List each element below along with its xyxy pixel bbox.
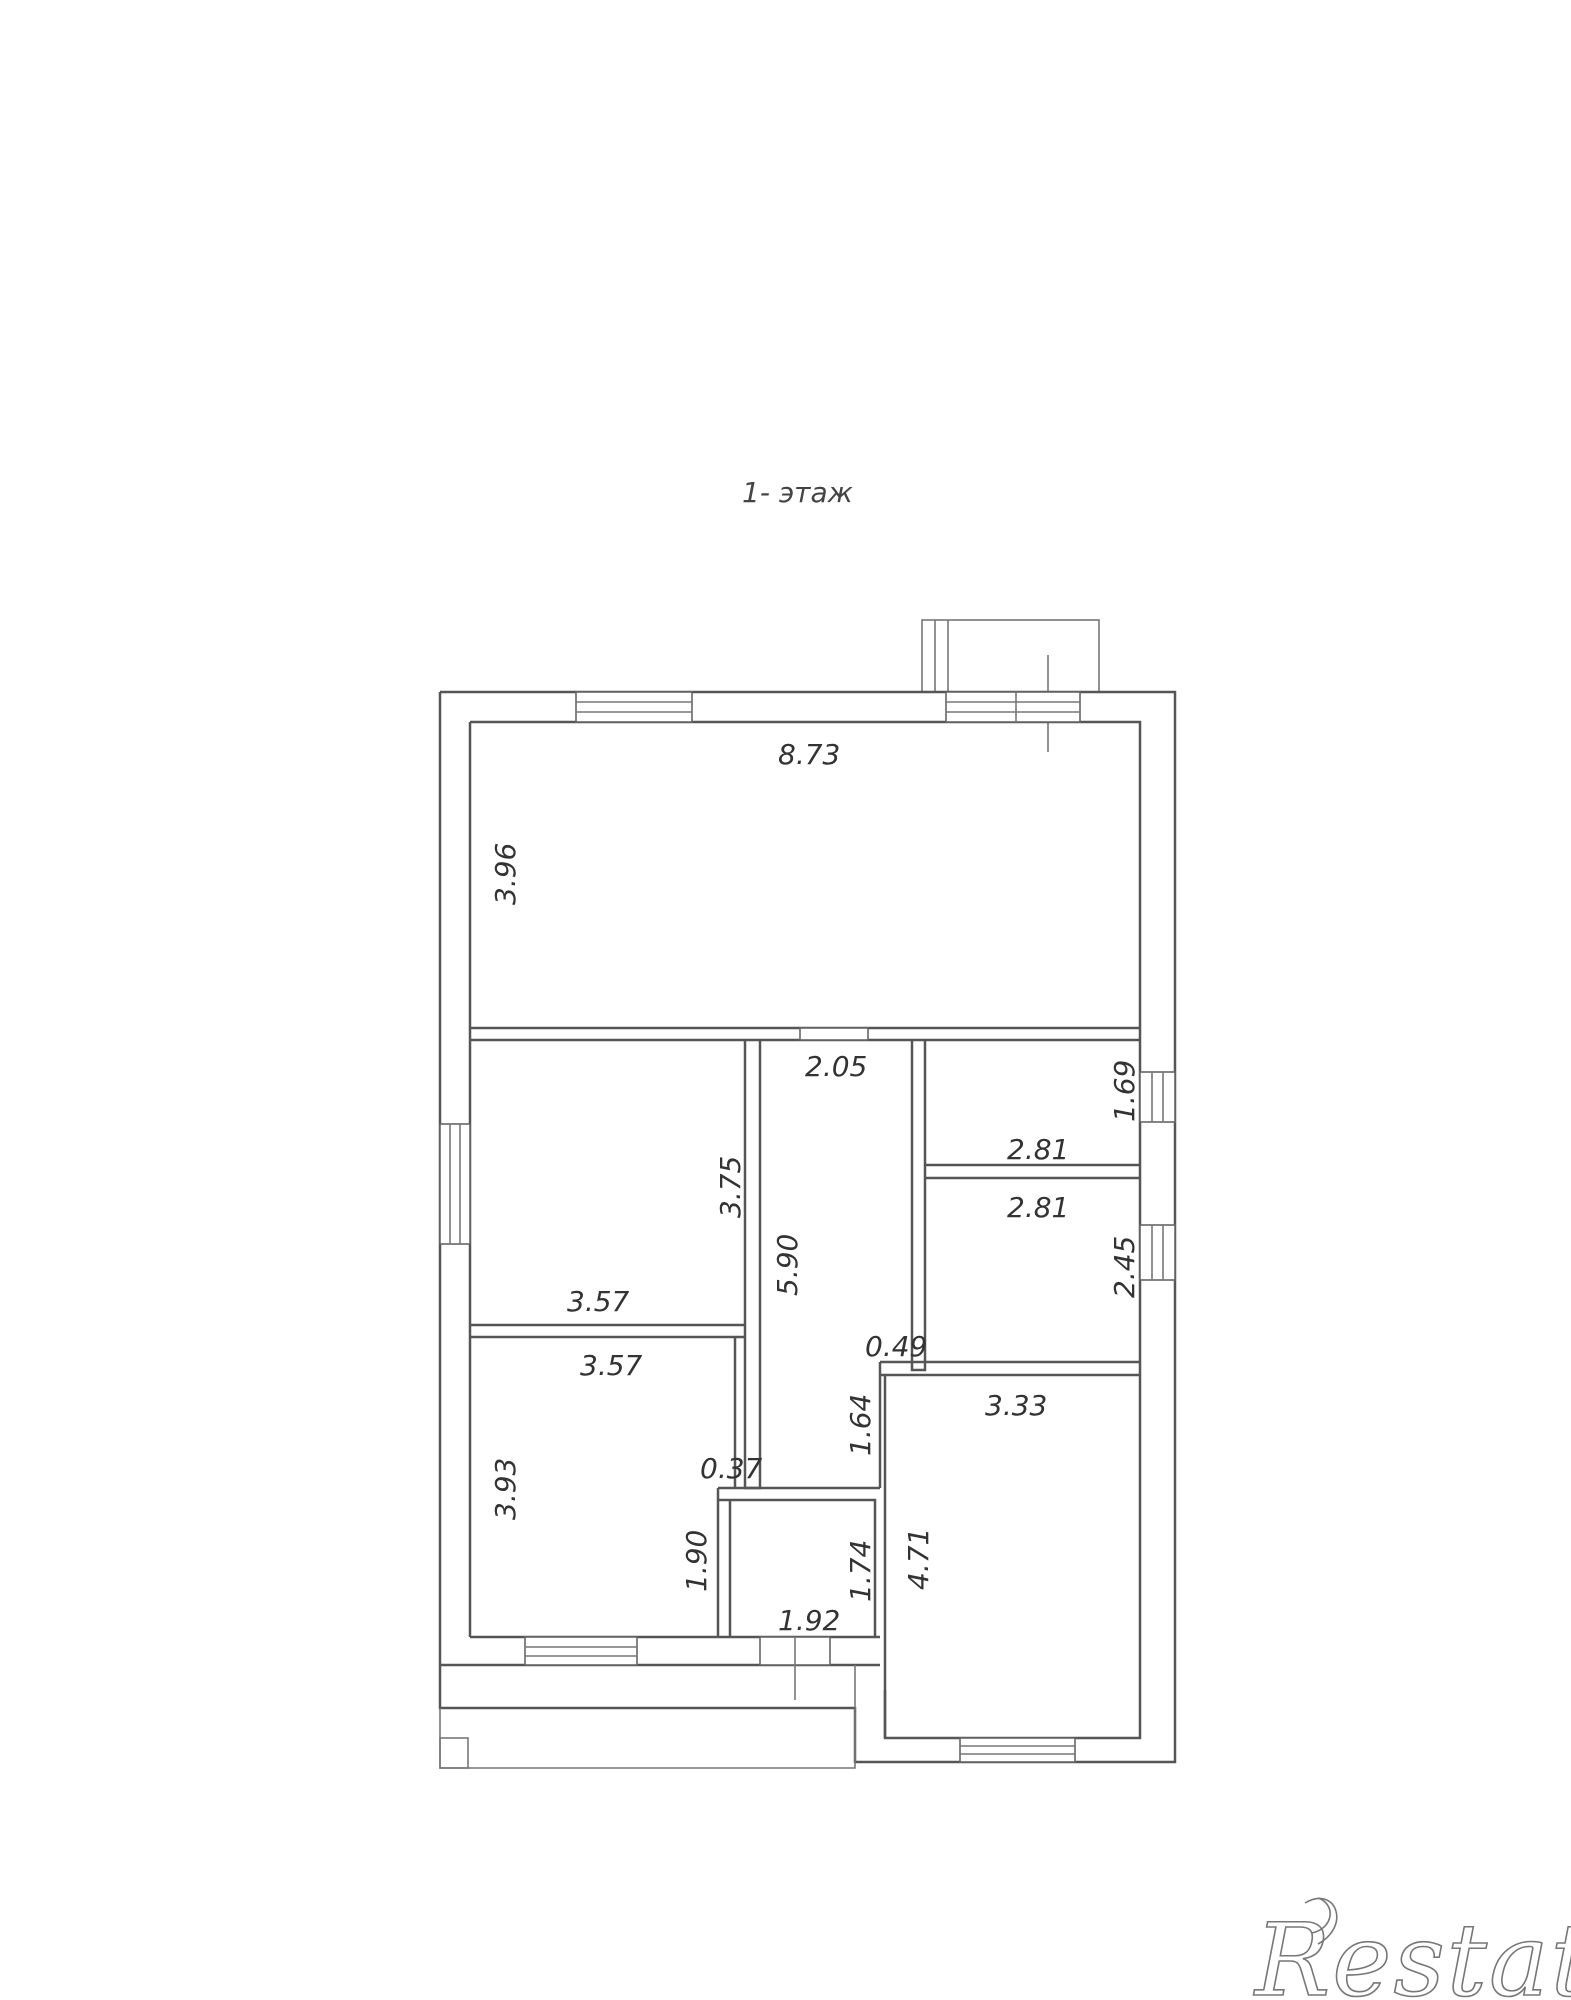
dim-step-height: 1.64 xyxy=(844,1394,877,1456)
dim-right-room-height: 4.71 xyxy=(902,1528,935,1590)
dim-niche-height: 1.90 xyxy=(680,1530,713,1592)
interior-walls xyxy=(470,1026,1140,1738)
dim-bath-width: 1.92 xyxy=(778,1604,840,1637)
dim-left-room-height: 3.75 xyxy=(714,1156,747,1218)
svg-text:Restate: Restate xyxy=(1253,1902,1571,2000)
dim-lower-left-height: 3.93 xyxy=(489,1458,522,1520)
dim-bath-height: 1.74 xyxy=(844,1540,877,1602)
dim-top-length: 8.73 xyxy=(778,738,840,771)
window-top-left xyxy=(575,691,693,723)
window-left xyxy=(439,1123,471,1245)
dim-small-room-width: 2.81 xyxy=(1007,1133,1069,1166)
dim-mid-room-width: 2.81 xyxy=(1007,1191,1069,1224)
door-bottom xyxy=(759,1636,831,1700)
porch-top xyxy=(921,619,1100,752)
dim-corridor-length: 5.90 xyxy=(771,1234,804,1296)
dim-left-room-width: 3.57 xyxy=(567,1285,630,1318)
dim-offset-b: 0.37 xyxy=(700,1452,763,1485)
windows xyxy=(439,691,1176,1763)
dim-top-height: 3.96 xyxy=(489,843,522,905)
window-bottom-left xyxy=(524,1636,638,1666)
dim-offset-a: 0.49 xyxy=(865,1330,927,1363)
dimension-labels: 8.73 3.96 2.05 1.69 2.81 2.81 2.45 3.75 … xyxy=(489,738,1141,1637)
dim-small-room-height: 1.69 xyxy=(1108,1060,1141,1122)
restate-logo: Restate xyxy=(1252,1897,1571,2000)
dim-mid-room-height: 2.45 xyxy=(1108,1236,1141,1298)
floor-title: 1- этаж xyxy=(742,476,853,509)
window-right-lower xyxy=(1139,1224,1176,1281)
dim-corridor-width: 2.05 xyxy=(805,1050,867,1083)
dim-right-room-width: 3.33 xyxy=(985,1389,1047,1422)
dim-lower-left-width: 3.57 xyxy=(580,1349,643,1382)
window-bottom-right xyxy=(959,1737,1076,1763)
window-top-right xyxy=(945,691,1081,723)
window-right-upper xyxy=(1139,1071,1176,1123)
